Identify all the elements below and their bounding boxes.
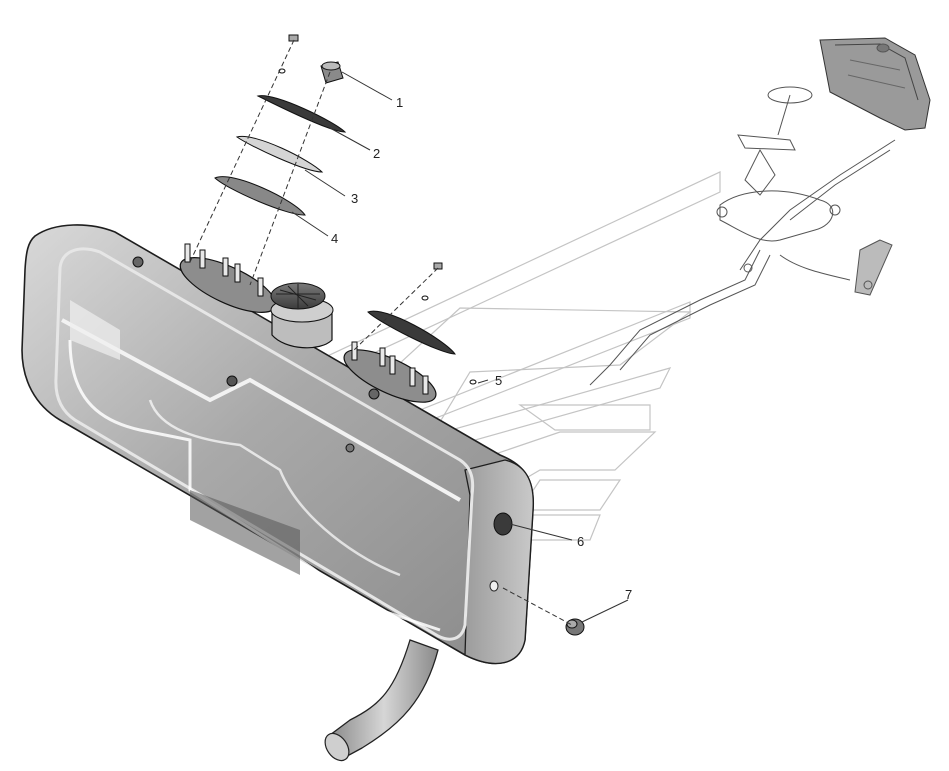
callout-5: 5 [495, 373, 502, 388]
small-bolt-top [278, 34, 299, 74]
callouts: 1 2 3 4 5 6 7 [331, 95, 632, 602]
sender-flange-right [343, 341, 437, 403]
callout-3: 3 [351, 191, 358, 206]
part-4-plate [214, 176, 306, 216]
callout-4: 4 [331, 231, 338, 246]
part-3-ring [235, 135, 324, 173]
filler-cap [270, 282, 334, 349]
fuel-tank [21, 224, 535, 665]
part-2-gasket [256, 95, 347, 133]
callout-1: 1 [396, 95, 403, 110]
sender-flange-left [179, 243, 277, 313]
vehicle-location-sketch [589, 37, 931, 386]
part-7-plug [565, 618, 585, 636]
callout-2: 2 [373, 146, 380, 161]
leader-lines [291, 71, 629, 623]
callout-7: 7 [625, 587, 632, 602]
centerlines [189, 39, 573, 626]
filler-pipe [324, 639, 439, 762]
part-1-fitting [320, 61, 344, 84]
part-5-gasket [367, 262, 477, 385]
callout-6: 6 [577, 534, 584, 549]
